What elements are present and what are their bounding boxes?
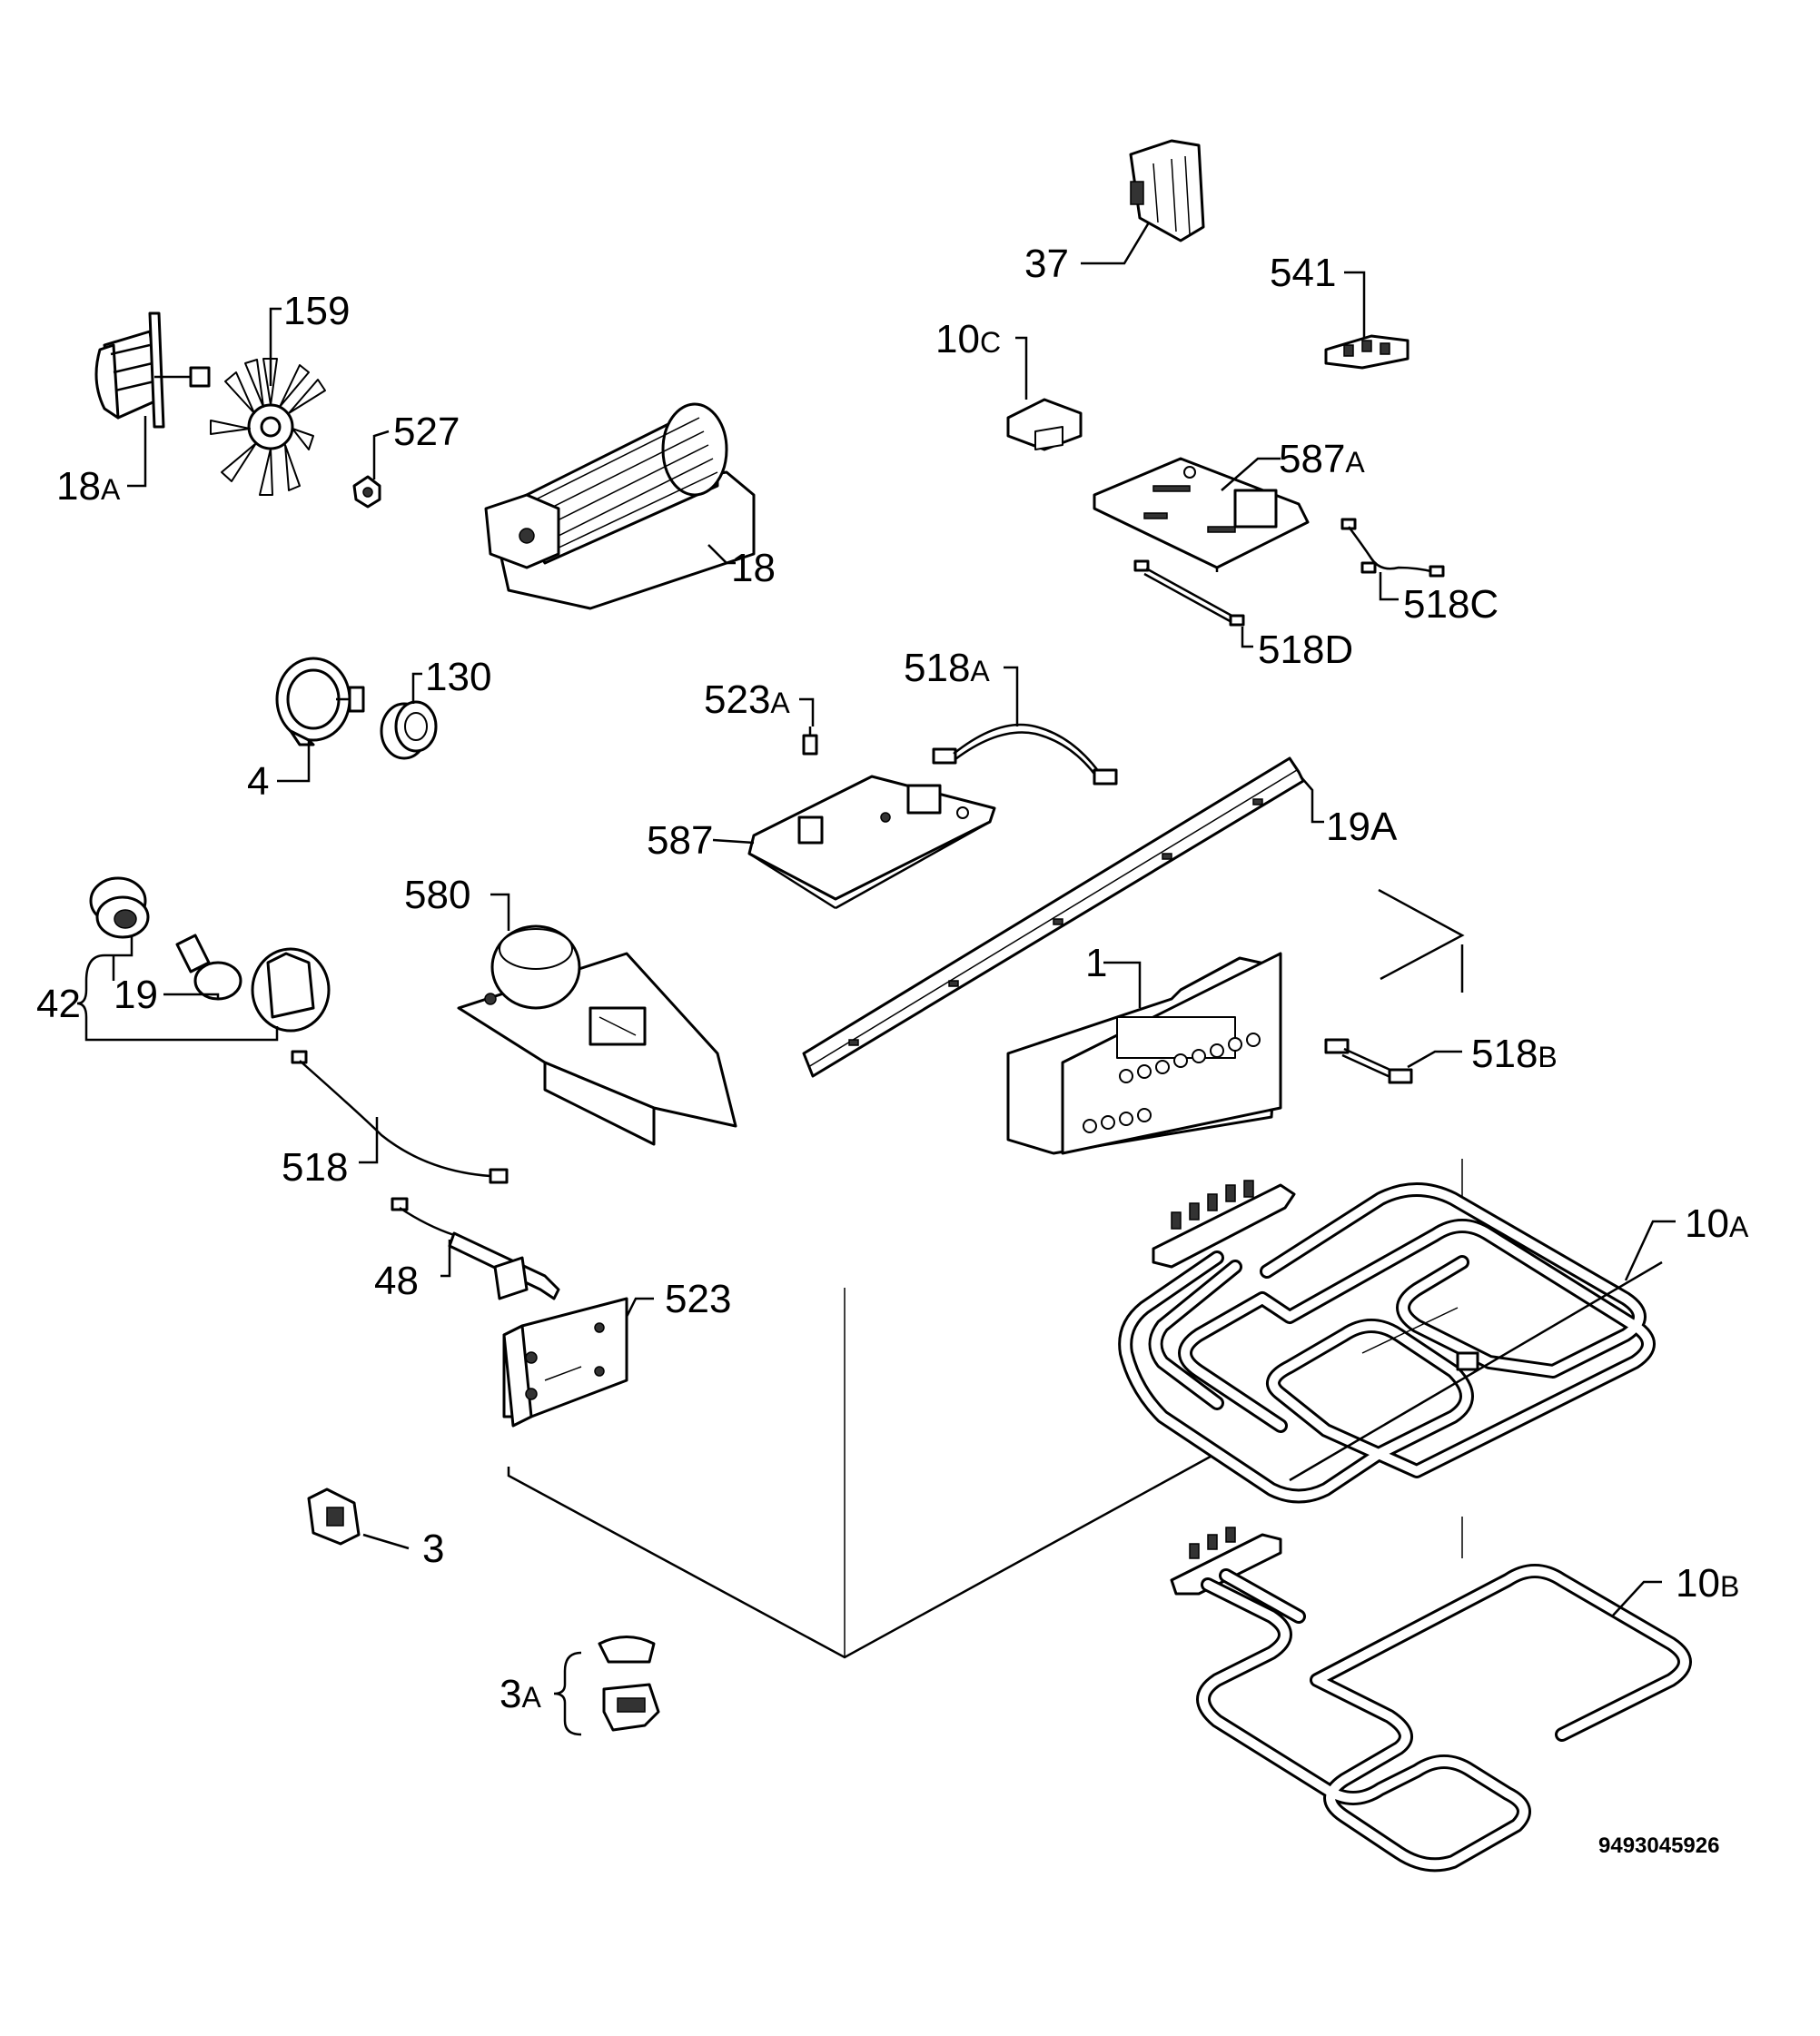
part-19-lamp-bulb xyxy=(175,934,242,1001)
leader-4 xyxy=(277,740,311,783)
label-1: 1 xyxy=(1085,941,1107,985)
part-587a-pcb xyxy=(1093,457,1310,572)
part-4-motor xyxy=(275,657,365,746)
leader-10c xyxy=(1015,336,1028,400)
leader-130 xyxy=(411,672,422,704)
label-587: 587 xyxy=(647,818,713,863)
label-527: 527 xyxy=(393,410,460,454)
label-48: 48 xyxy=(374,1259,419,1303)
label-10c: 10C xyxy=(935,317,1001,361)
label-518b: 518B xyxy=(1471,1032,1558,1076)
leader-518 xyxy=(359,1117,379,1164)
label-10a: 10A xyxy=(1685,1201,1749,1246)
part-523-bracket xyxy=(502,1297,628,1428)
part-1-control-module xyxy=(1006,952,1282,1155)
leader-18 xyxy=(707,544,736,565)
label-19a: 19A xyxy=(1326,805,1398,849)
label-518: 518 xyxy=(282,1145,348,1190)
label-130: 130 xyxy=(425,655,491,699)
part-580-timer xyxy=(457,924,737,1146)
leader-518b xyxy=(1407,1050,1462,1069)
part-lamp-cover xyxy=(251,947,331,1033)
label-159: 159 xyxy=(283,289,350,333)
oven-body-outline xyxy=(507,888,1465,1659)
leader-3 xyxy=(362,1533,410,1550)
drawing-code: 9493045926 xyxy=(1598,1833,1719,1858)
leader-527 xyxy=(372,430,390,479)
leader-518c xyxy=(1379,572,1399,601)
label-523a: 523A xyxy=(704,677,790,722)
part-3-thermostat xyxy=(307,1487,361,1546)
leader-1 xyxy=(1103,961,1142,1008)
part-518a-cable xyxy=(932,723,1118,786)
label-18: 18 xyxy=(731,546,776,590)
label-523: 523 xyxy=(665,1277,731,1321)
leader-19 xyxy=(112,955,220,999)
leader-10a xyxy=(1624,1220,1676,1281)
leader-37 xyxy=(1081,222,1151,265)
part-3a-thermostat-clips xyxy=(598,1636,660,1732)
leader-580 xyxy=(490,893,510,931)
label-10b: 10B xyxy=(1676,1561,1739,1606)
leader-10b xyxy=(1611,1580,1662,1617)
label-3: 3 xyxy=(422,1527,444,1571)
leader-587 xyxy=(712,838,755,845)
leader-587a xyxy=(1221,457,1281,491)
label-541: 541 xyxy=(1270,251,1336,295)
part-37-terminal-block xyxy=(1129,139,1205,242)
leader-523 xyxy=(625,1297,654,1318)
part-lamp-holder xyxy=(89,876,150,939)
leader-48 xyxy=(440,1240,451,1278)
part-18-tangential-fan xyxy=(484,402,756,610)
label-518c: 518C xyxy=(1403,582,1499,627)
leader-19a xyxy=(1300,776,1324,824)
part-10a-grill-element xyxy=(1118,1180,1663,1504)
part-10c-component xyxy=(1006,398,1083,451)
label-4: 4 xyxy=(247,759,269,804)
label-18a: 18A xyxy=(56,464,121,509)
part-18a-fan-motor xyxy=(94,311,211,429)
part-159-fan-blade xyxy=(210,358,326,496)
part-518b-cable xyxy=(1324,1038,1413,1084)
label-587a: 587A xyxy=(1279,437,1365,481)
leader-541 xyxy=(1344,271,1366,338)
leader-42-bracket xyxy=(76,937,279,1042)
part-541-connector xyxy=(1324,334,1410,370)
label-580: 580 xyxy=(404,873,470,917)
part-587-pcb xyxy=(747,775,996,910)
leader-18a xyxy=(127,416,147,488)
part-10b-bottom-element xyxy=(1170,1527,1692,1873)
leader-159 xyxy=(269,307,282,386)
leader-3a-bracket xyxy=(553,1651,582,1736)
label-37: 37 xyxy=(1024,242,1069,286)
part-518-cable xyxy=(291,1050,509,1184)
label-518d: 518D xyxy=(1258,628,1353,672)
label-42: 42 xyxy=(36,982,81,1026)
leader-518d xyxy=(1241,627,1253,648)
part-130-grommet xyxy=(380,700,438,760)
leader-518a xyxy=(1004,666,1019,726)
part-518c-cable xyxy=(1340,518,1445,578)
label-518a: 518A xyxy=(904,646,990,690)
label-3a: 3A xyxy=(500,1672,541,1716)
label-19: 19 xyxy=(114,973,158,1017)
part-518d-cable xyxy=(1133,559,1245,627)
leader-523a xyxy=(799,697,815,726)
part-523a-connector xyxy=(802,726,818,756)
part-527-nut xyxy=(352,475,381,509)
